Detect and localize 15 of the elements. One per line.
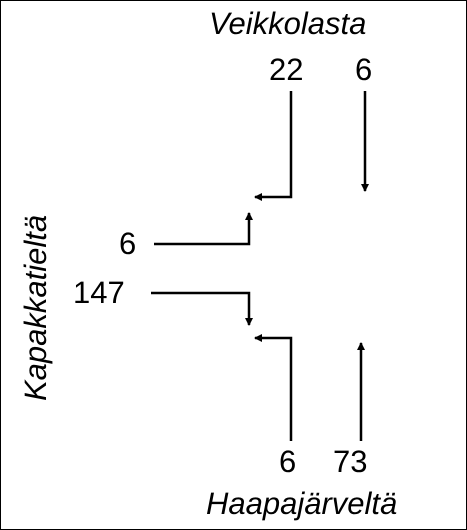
direction-label: Veikkolasta <box>209 7 366 41</box>
traffic-count: 6 <box>279 445 296 479</box>
traffic-count: 6 <box>119 227 136 261</box>
direction-label: Kapakkatieltä <box>19 214 53 401</box>
arrow <box>151 292 253 326</box>
arrow <box>254 334 292 441</box>
traffic-count: 147 <box>73 276 125 310</box>
arrow <box>357 342 365 441</box>
traffic-count: 6 <box>355 53 372 87</box>
traffic-count: 73 <box>333 445 368 479</box>
arrow <box>254 91 292 201</box>
direction-label: Haapajärveltä <box>206 487 398 521</box>
traffic-count: 22 <box>269 53 304 87</box>
arrow <box>154 212 253 246</box>
arrow <box>361 91 369 192</box>
